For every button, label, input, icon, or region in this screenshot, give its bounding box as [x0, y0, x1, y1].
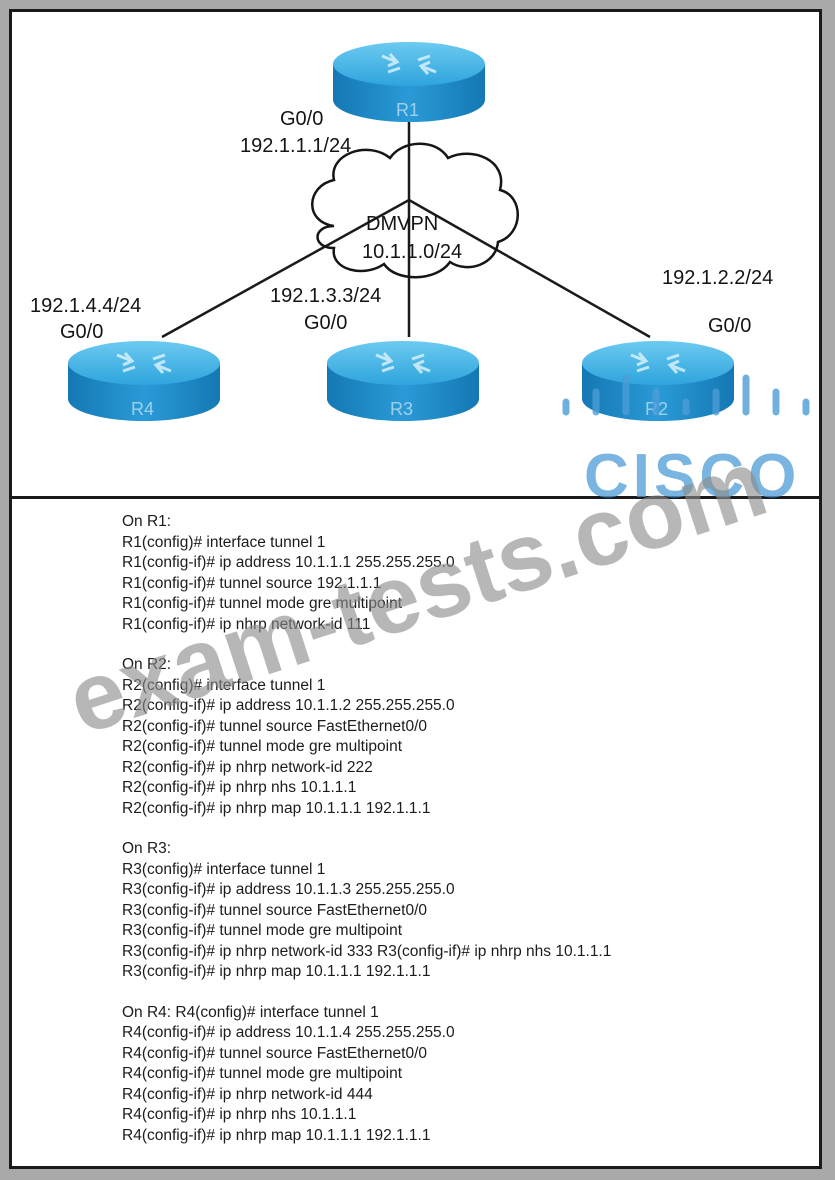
- router-name: R3: [390, 399, 413, 419]
- config-block: On R2: R2(config)# interface tunnel 1 R2(c…: [122, 655, 782, 819]
- config-line: R1(config-if)# ip nhrp network-id 111: [122, 615, 371, 633]
- config-line: R4(config-if)# ip nhrp nhs 10.1.1.1: [122, 1106, 357, 1123]
- exhibit-frame: DMVPN 10.1.1.0/24 R1 G0/0 192.1.1.1/24: [9, 9, 822, 1169]
- link-hub-r4: [161, 198, 410, 339]
- router-arrows-icon: [630, 352, 686, 374]
- network-topology-diagram: DMVPN 10.1.1.0/24 R1 G0/0 192.1.1.1/24: [12, 12, 819, 499]
- config-line: R2(config)# interface tunnel 1: [122, 676, 326, 694]
- config-line: R3(config-if)# tunnel mode gre multipoin…: [122, 922, 402, 939]
- config-line: On R1:: [122, 513, 172, 530]
- config-line: R3(config-if)# ip nhrp network-id 333 R3…: [122, 942, 612, 960]
- r3-ip-label: 192.1.3.3/24: [270, 285, 381, 307]
- config-line: R4(config-if)# ip nhrp map 10.1.1.1 192.…: [122, 1126, 431, 1144]
- router-arrows-icon: [116, 352, 172, 374]
- r4-interface-label: G0/0: [60, 321, 103, 343]
- r3-interface-label: G0/0: [304, 312, 347, 334]
- router-name: R1: [396, 100, 419, 120]
- links: [161, 122, 651, 339]
- router-r2: R2: [582, 341, 734, 421]
- section-divider: [12, 496, 819, 499]
- config-line: R2(config-if)# tunnel mode gre multipoin…: [122, 738, 402, 755]
- config-line: R4(config-if)# tunnel mode gre multipoin…: [122, 1065, 402, 1082]
- config-line: On R4: R4(config)# interface tunnel 1: [122, 1003, 379, 1021]
- config-line: R2(config-if)# ip nhrp nhs 10.1.1.1: [122, 779, 357, 796]
- config-block: On R3: R3(config)# interface tunnel 1 R3(c…: [122, 839, 782, 983]
- block-gap: [122, 819, 782, 839]
- block-gap: [122, 983, 782, 1003]
- router-name: R2: [645, 399, 668, 419]
- dmvpn-cloud: DMVPN 10.1.1.0/24: [311, 142, 519, 279]
- r4-ip-label: 192.1.4.4/24: [30, 295, 141, 317]
- cloud-shape: [311, 142, 519, 279]
- r2-interface-label: G0/0: [708, 315, 751, 337]
- config-line: R4(config-if)# ip address 10.1.1.4 255.2…: [122, 1024, 455, 1041]
- r1-interface-label: G0/0: [280, 108, 323, 130]
- router-arrows-icon: [375, 352, 431, 374]
- config-line: R1(config-if)# ip address 10.1.1.1 255.2…: [122, 554, 455, 571]
- block-gap: [122, 635, 782, 655]
- config-line: R2(config-if)# ip nhrp map 10.1.1.1 192.…: [122, 799, 431, 817]
- router-r4: R4: [68, 341, 220, 421]
- r1-ip-label: 192.1.1.1/24: [240, 135, 351, 157]
- r2-ip-label: 192.1.2.2/24: [662, 267, 773, 289]
- config-block: On R1: R1(config)# interface tunnel 1 R1(c…: [122, 512, 782, 635]
- router-name: R4: [131, 399, 154, 419]
- config-line: R2(config-if)# tunnel source FastEtherne…: [122, 717, 427, 735]
- config-line: R3(config-if)# ip address 10.1.1.3 255.2…: [122, 881, 455, 898]
- config-line: R1(config-if)# tunnel source 192.1.1.1: [122, 574, 382, 592]
- config-line: R1(config)# interface tunnel 1: [122, 533, 326, 551]
- config-line: On R3:: [122, 840, 172, 857]
- router-r1: R1: [333, 42, 485, 122]
- configuration-listing: On R1: R1(config)# interface tunnel 1 R1(c…: [122, 512, 782, 1146]
- config-line: R3(config-if)# ip nhrp map 10.1.1.1 192.…: [122, 963, 431, 980]
- config-line: R4(config-if)# tunnel source FastEtherne…: [122, 1044, 427, 1062]
- cloud-name: DMVPN: [366, 213, 438, 235]
- config-line: R1(config-if)# tunnel mode gre multipoin…: [122, 595, 402, 612]
- config-line: R3(config-if)# tunnel source FastEtherne…: [122, 901, 427, 919]
- config-line: On R2:: [122, 656, 172, 673]
- config-line: R2(config-if)# ip nhrp network-id 222: [122, 758, 373, 776]
- config-line: R4(config-if)# ip nhrp network-id 444: [122, 1085, 373, 1103]
- router-r3: R3: [327, 341, 479, 421]
- config-line: R2(config-if)# ip address 10.1.1.2 255.2…: [122, 697, 455, 714]
- router-arrows-icon: [381, 53, 437, 75]
- link-hub-r2: [408, 198, 651, 339]
- config-line: R3(config)# interface tunnel 1: [122, 860, 326, 878]
- config-block: On R4: R4(config)# interface tunnel 1 R4(…: [122, 1003, 782, 1147]
- cloud-subnet: 10.1.1.0/24: [362, 241, 462, 263]
